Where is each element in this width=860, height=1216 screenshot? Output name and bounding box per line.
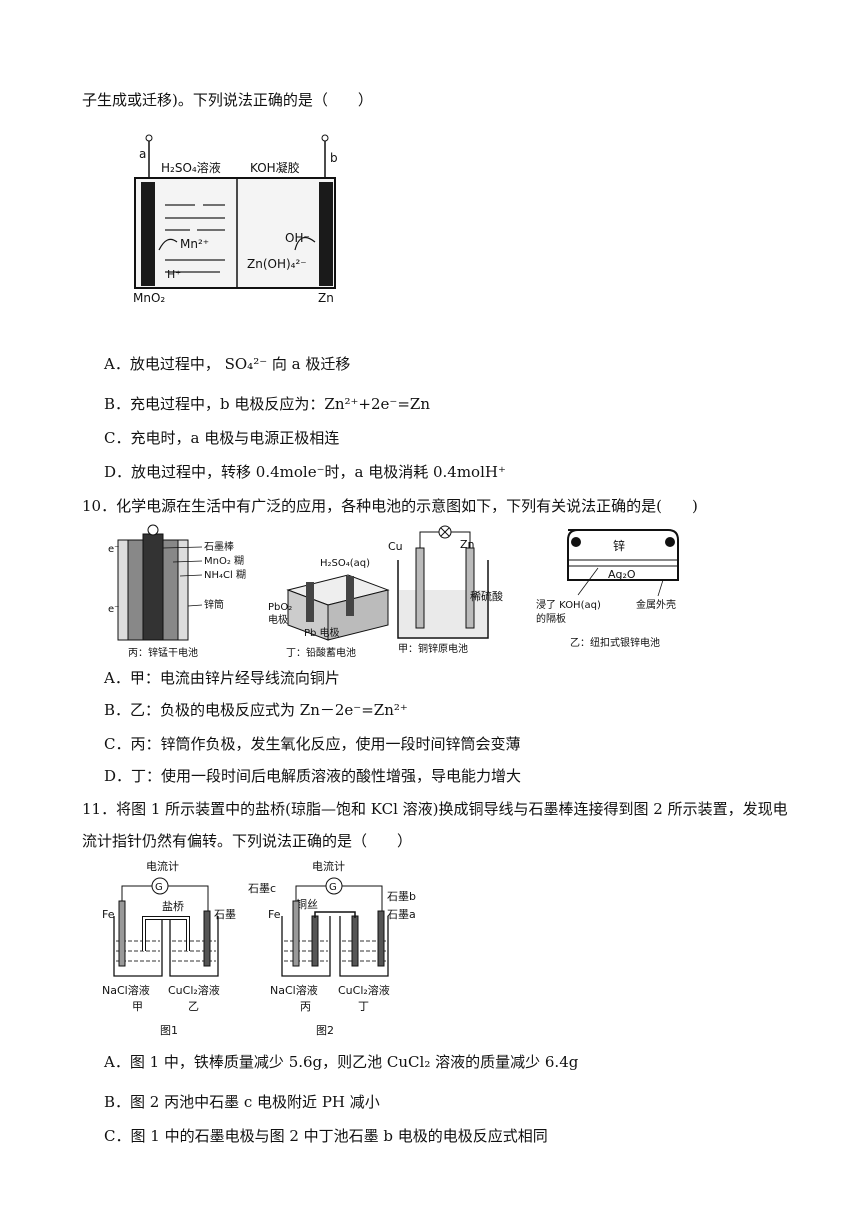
f1-meter: 电流计 xyxy=(146,859,179,873)
yi-koh2: 的隔板 xyxy=(536,612,566,625)
ding-pbo2-2: 电极 xyxy=(268,613,288,626)
f2-nacl: NaCl溶液 xyxy=(270,983,318,997)
jia-cu: Cu xyxy=(388,540,403,553)
f2-meter: 电流计 xyxy=(312,859,345,873)
q9-option-c: C．充电时，a 电极与电源正极相连 xyxy=(104,429,340,447)
q9-stem-tail: 子生成或迁移)。下列说法正确的是（ ） xyxy=(82,91,373,109)
q9-option-d: D．放电过程中，转移 0.4mole⁻时，a 电极消耗 0.4molH⁺ xyxy=(104,463,506,481)
f1-nacl: NaCl溶液 xyxy=(102,983,150,997)
f1-salt-bridge: 盐桥 xyxy=(162,900,184,913)
q10-option-d: D．丁：使用一段时间后电解质溶液的酸性增强，导电能力增大 xyxy=(104,767,522,785)
q11-stem-1: 11．将图 1 所示装置中的盐桥(琼脂—饱和 KCl 溶液)换成铜导线与石墨棒连… xyxy=(82,800,788,818)
yi-koh1: 浸了 KOH(aq) xyxy=(536,599,601,611)
ding-pbo2: PbO₂ xyxy=(268,602,292,613)
f2-graphite-c: 石墨c xyxy=(248,882,276,895)
q11-option-b: B．图 2 丙池中石墨 c 电极附近 PH 减小 xyxy=(104,1093,380,1111)
yi-zn: 锌 xyxy=(613,539,625,553)
bing-label-0: 石墨棒 xyxy=(204,540,234,553)
jia-caption: 甲：铜锌原电池 xyxy=(398,642,468,655)
label-h: H⁺ xyxy=(167,268,181,281)
f2-cucl2: CuCl₂溶液 xyxy=(338,983,390,997)
f2-bing: 丙 xyxy=(300,1000,311,1013)
yi-ag2o: Ag₂O xyxy=(608,568,636,581)
q9-figure: a b H₂SO₄溶液 KOH凝胶 Mn²⁺ H⁺ OH⁻ Zn(OH)₄²⁻ … xyxy=(125,130,355,310)
f2-g: G xyxy=(329,882,337,893)
jia-acid: 稀硫酸 xyxy=(470,589,503,603)
f1-graphite: 石墨 xyxy=(214,908,236,921)
bing-label-3: 锌筒 xyxy=(204,598,224,611)
f2-graphite-b: 石墨b xyxy=(387,890,416,903)
f1-caption: 图1 xyxy=(160,1024,178,1037)
q10-figure: e⁻ e⁻ 石墨棒 MnO₂ 糊 NH₄Cl 糊 锌筒 丙：锌锰干电池 H₂SO… xyxy=(108,520,728,660)
f1-yi: 乙 xyxy=(188,1000,199,1013)
label-mn: Mn²⁺ xyxy=(180,237,209,251)
q10-option-c: C．丙：锌筒作负极，发生氧化反应，使用一段时间锌筒会变薄 xyxy=(104,735,521,753)
terminal-b: b xyxy=(330,151,338,165)
q10-option-b: B．乙：负极的电极反应式为 Zn－2e⁻=Zn²⁺ xyxy=(104,701,408,719)
f2-caption: 图2 xyxy=(316,1024,334,1037)
q10-option-a: A．甲：电流由锌片经导线流向铜片 xyxy=(104,669,340,687)
terminal-a: a xyxy=(139,147,146,161)
label-koh: KOH凝胶 xyxy=(250,160,300,175)
f1-jia: 甲 xyxy=(132,1000,143,1013)
yi-shell: 金属外壳 xyxy=(636,598,676,611)
yi-caption: 乙：纽扣式银锌电池 xyxy=(570,636,660,649)
q9-option-a: A．放电过程中， SO₄²⁻ 向 a 极迁移 xyxy=(104,355,351,373)
label-zn-oh4: Zn(OH)₄²⁻ xyxy=(247,257,307,271)
f2-graphite-a: 石墨a xyxy=(387,908,416,921)
q9-option-b: B．充电过程中，b 电极反应为：Zn²⁺+2e⁻=Zn xyxy=(104,395,430,413)
q11-stem-2: 流计指针仍然有偏转。下列说法正确的是（ ） xyxy=(82,832,413,850)
bing-label-2: NH₄Cl 糊 xyxy=(204,568,246,581)
label-zn: Zn xyxy=(318,291,334,305)
f2-fe: Fe xyxy=(268,908,281,921)
bing-label-1: MnO₂ 糊 xyxy=(204,554,244,567)
label-h2so4: H₂SO₄溶液 xyxy=(161,160,221,175)
q10-stem: 10．化学电源在生活中有广泛的应用，各种电池的示意图如下，下列有关说法正确的是(… xyxy=(82,497,698,515)
label-mno2: MnO₂ xyxy=(133,291,165,305)
q11-figure: 电流计 G Fe 盐桥 石墨 NaCl溶液 CuCl₂溶液 甲 乙 图1 电流计… xyxy=(100,856,430,1041)
ding-acid: H₂SO₄(aq) xyxy=(320,558,370,569)
ding-pb: Pb 电极 xyxy=(304,626,340,639)
q11-option-c: C．图 1 中的石墨电极与图 2 中丁池石墨 b 电极的电极反应式相同 xyxy=(104,1127,548,1145)
f2-cu-wire: 铜丝 xyxy=(296,897,318,911)
q11-option-a: A．图 1 中，铁棒质量减少 5.6g，则乙池 CuCl₂ 溶液的质量减少 6.… xyxy=(104,1053,579,1071)
bing-e-bottom: e⁻ xyxy=(108,604,119,615)
f1-fe: Fe xyxy=(102,908,115,921)
ding-caption: 丁：铅酸蓄电池 xyxy=(286,646,356,659)
f2-ding: 丁 xyxy=(358,1000,369,1013)
f1-g: G xyxy=(155,882,163,893)
f1-cucl2: CuCl₂溶液 xyxy=(168,983,220,997)
bing-e-top: e⁻ xyxy=(108,544,119,555)
label-oh: OH⁻ xyxy=(285,231,310,245)
bing-caption: 丙：锌锰干电池 xyxy=(128,646,198,659)
